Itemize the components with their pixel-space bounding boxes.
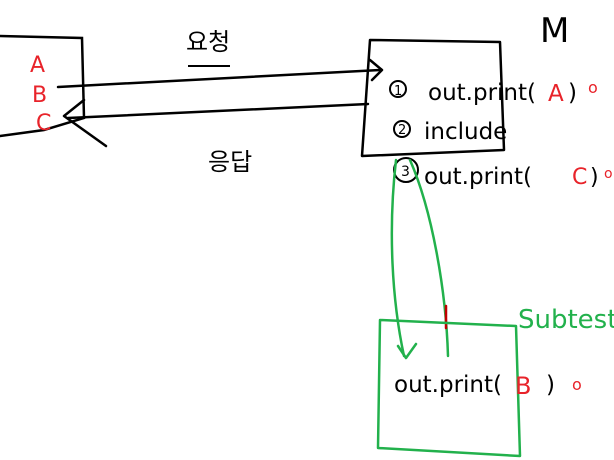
- forward-arrow-line: [56, 68, 382, 89]
- line2-marker-circle: [393, 120, 411, 138]
- green-connector-arrowhead: [396, 342, 418, 360]
- forward-arrow-label: 요청: [186, 28, 230, 56]
- line3-text: out.print(: [424, 164, 532, 190]
- line1-arg: A: [548, 81, 564, 107]
- line3-marker: 3: [401, 164, 410, 180]
- line1-text: out.print(: [428, 80, 536, 106]
- green-connector-return: [408, 158, 450, 358]
- line3-arg: C: [572, 165, 587, 190]
- sub-box-label: Subtest: [518, 305, 614, 335]
- line1-marker-circle: [389, 80, 407, 98]
- forward-arrow-head: [368, 58, 384, 82]
- main-box-corner-label: M: [540, 11, 569, 51]
- line2-marker: 2: [398, 123, 406, 138]
- backward-arrow-head: [62, 98, 108, 148]
- green-connector-down: [390, 158, 406, 358]
- line3-close: ): [590, 165, 599, 190]
- line2-text: include: [424, 119, 507, 145]
- backward-arrow-line: [66, 102, 370, 120]
- left-box-letter-a: A: [30, 53, 45, 78]
- backward-arrow-label: 응답: [208, 148, 252, 176]
- line1-tail: o: [588, 78, 598, 97]
- line1-marker: 1: [394, 84, 402, 99]
- left-box-letter-c: C: [36, 111, 51, 136]
- sub-line-text: out.print(: [394, 372, 502, 398]
- sub-line-arg: B: [515, 372, 531, 400]
- main-box: [360, 38, 506, 158]
- line3-tail: o: [604, 166, 613, 182]
- left-box-letter-b: B: [32, 83, 47, 108]
- sub-line-close: ): [546, 372, 555, 398]
- sub-box: [376, 318, 522, 458]
- line1-close: ): [568, 80, 577, 106]
- sub-line-tail: o: [572, 375, 582, 394]
